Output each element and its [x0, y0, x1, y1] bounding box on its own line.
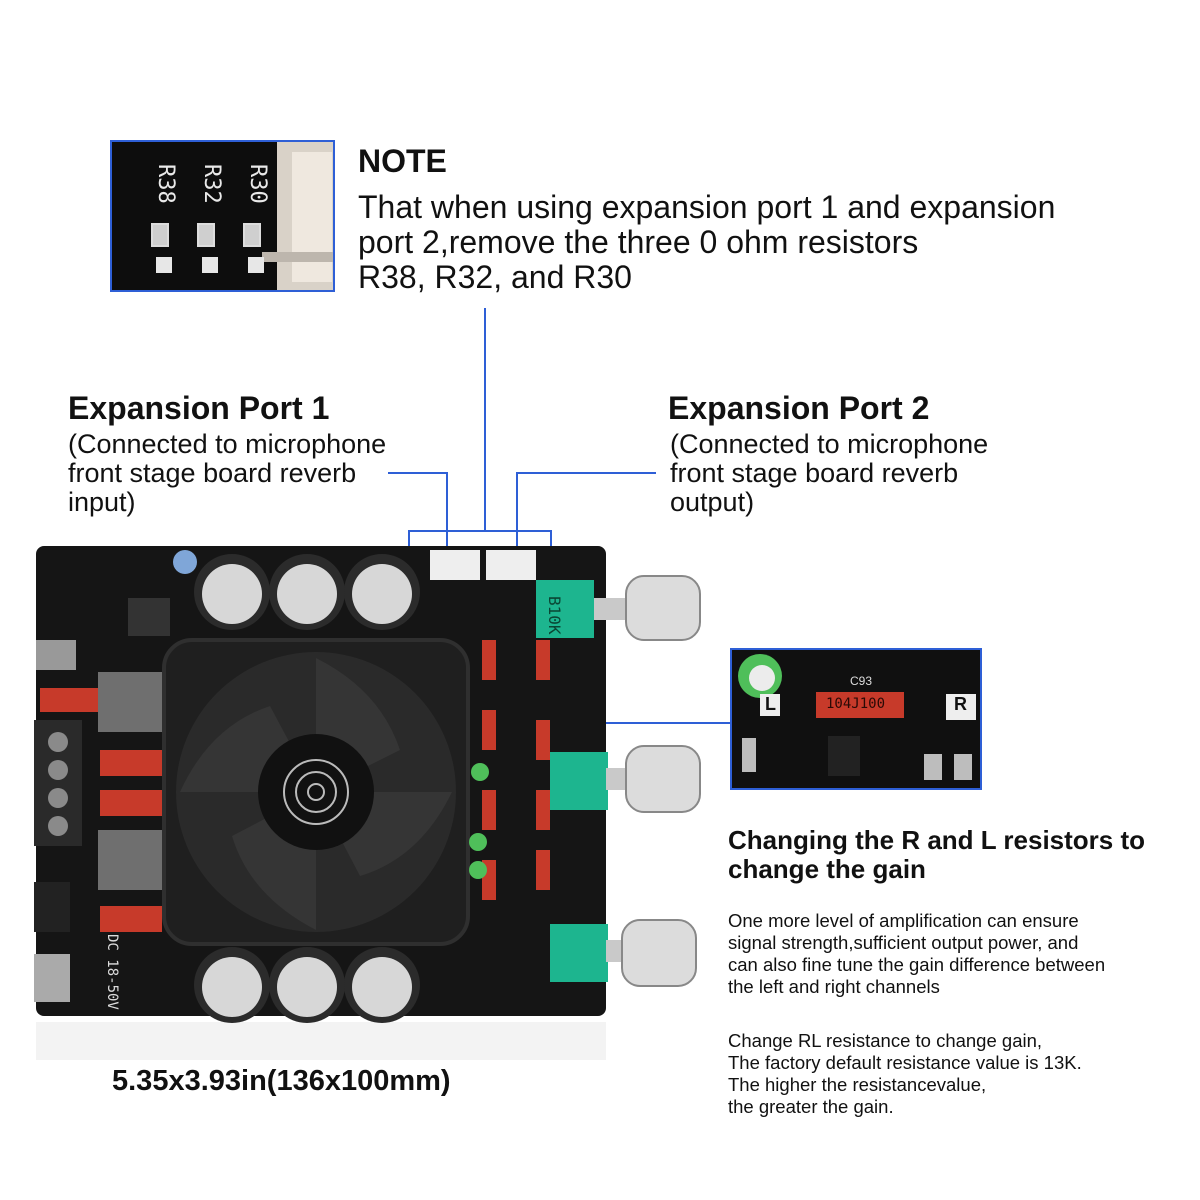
- note-line: port 2,remove the three 0 ohm resistors: [358, 224, 919, 260]
- gain-p2-line: The higher the resistancevalue,: [728, 1074, 987, 1095]
- zoom-label-c93: C93: [850, 674, 873, 688]
- port2-line: front stage board reverb: [670, 458, 959, 488]
- power-label: DC 18-50V: [104, 934, 120, 1010]
- gain-p2-line: The factory default resistance value is …: [728, 1052, 1082, 1073]
- note-line: R38, R32, and R30: [358, 259, 632, 295]
- port2-line: output): [670, 487, 755, 517]
- port1-line: (Connected to microphone: [68, 429, 387, 459]
- resistor-label-r30: R30: [245, 164, 270, 204]
- resistor-closeup-inset: R38 R32 R30: [110, 140, 335, 292]
- port1-line: input): [68, 487, 136, 517]
- zoom-label-r: R: [954, 694, 967, 714]
- capacitor-top-3: [344, 554, 420, 630]
- capacitor-bottom-1: [194, 947, 270, 1023]
- port1-line: front stage board reverb: [68, 458, 357, 488]
- gain-resistor-inset: C93 104J100 L R: [730, 648, 982, 790]
- port1-description: (Connected to microphone front stage boa…: [68, 430, 428, 517]
- board-dimensions: 5.35x3.93in(136x100mm): [112, 1065, 451, 1097]
- zoom-label-part: 104J100: [826, 696, 886, 712]
- capacitor-bottom-3: [344, 947, 420, 1023]
- potentiometer-middle: [550, 745, 701, 813]
- potentiometer-bottom: [550, 919, 697, 987]
- gain-p1-line: One more level of amplification can ensu…: [728, 910, 1079, 931]
- zoom-label-l: L: [765, 694, 776, 714]
- note-line: That when using expansion port 1 and exp…: [358, 189, 1056, 225]
- gain-callout-line: [512, 722, 732, 724]
- gain-p1-line: can also fine tune the gain difference b…: [728, 954, 1106, 975]
- gain-title-line: Changing the R and L resistors to: [728, 825, 1146, 855]
- pot-label: B10K: [545, 596, 564, 635]
- gain-title-line: change the gain: [728, 854, 926, 884]
- gain-p2-line: Change RL resistance to change gain,: [728, 1030, 1043, 1051]
- gain-p1-line: signal strength,sufficient output power,…: [728, 932, 1079, 953]
- port2-callout-h: [516, 472, 656, 474]
- port1-callout-h: [388, 472, 448, 474]
- gain-resistor-image: [732, 650, 980, 788]
- gain-p2-line: the greater the gain.: [728, 1096, 894, 1117]
- port1-callout-v: [446, 472, 448, 552]
- port2-description: (Connected to microphone front stage boa…: [670, 430, 1030, 517]
- resistor-label-r32: R32: [199, 164, 224, 204]
- resistor-closeup-image: [112, 142, 333, 290]
- gain-title: Changing the R and L resistors to change…: [728, 826, 1198, 884]
- port2-title: Expansion Port 2: [668, 390, 930, 426]
- gain-p1-line: the left and right channels: [728, 976, 940, 997]
- capacitor-bottom-2: [269, 947, 345, 1023]
- note-title: NOTE: [358, 143, 447, 179]
- note-body: That when using expansion port 1 and exp…: [358, 190, 1158, 295]
- amplifier-board-image: [34, 546, 701, 1060]
- note-callout-line: [484, 308, 486, 530]
- capacitor-top-2: [269, 554, 345, 630]
- gain-paragraph-2: Change RL resistance to change gain, The…: [728, 1030, 1188, 1118]
- port2-line: (Connected to microphone: [670, 429, 989, 459]
- port1-title: Expansion Port 1: [68, 390, 330, 426]
- cooling-fan: [162, 638, 470, 946]
- resistor-label-r38: R38: [153, 164, 178, 204]
- potentiometer-top: [536, 575, 701, 641]
- port2-callout-v: [516, 472, 518, 552]
- gain-paragraph-1: One more level of amplification can ensu…: [728, 910, 1188, 998]
- capacitor-top-1: [194, 554, 270, 630]
